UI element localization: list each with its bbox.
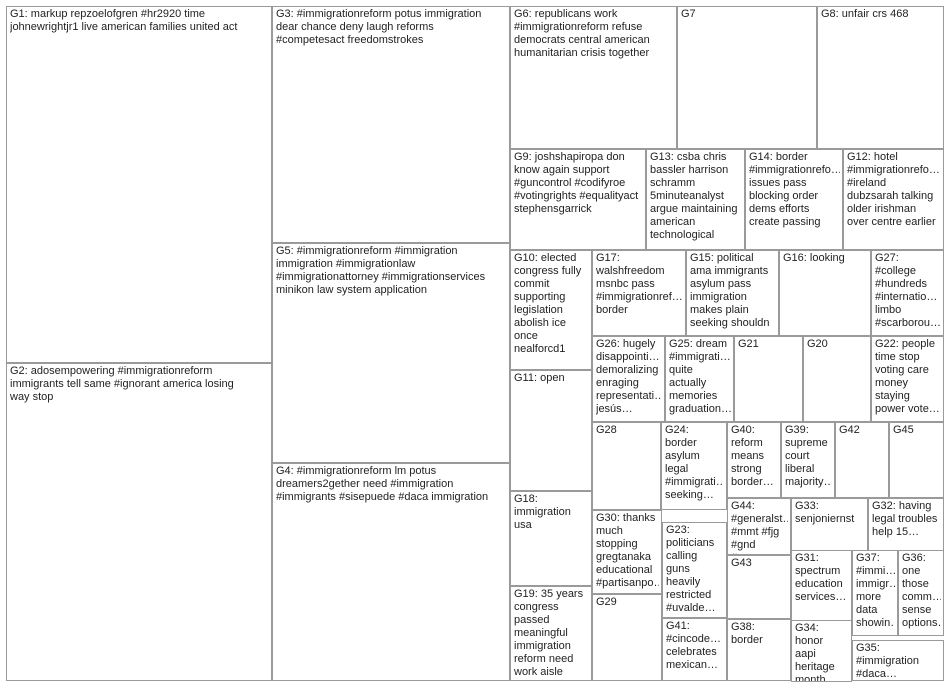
group-g45: G45 <box>889 422 944 498</box>
group-label: G33: senjoniernst <box>795 500 855 525</box>
group-g24: G24: border asylum legal #immigrati… see… <box>661 422 727 510</box>
group-label: G27: #college #hundreds #internatio… lim… <box>875 252 941 329</box>
group-label: G20 <box>807 338 828 350</box>
group-label: G9: joshshapiropa don know again support… <box>514 151 639 215</box>
group-g37: G37: #immi… immigr… more data showin… <box>852 550 898 636</box>
group-label: G38: border <box>731 621 763 646</box>
group-label: G40: reform means strong border… <box>731 424 774 488</box>
group-g9: G9: joshshapiropa don know again support… <box>510 149 646 250</box>
group-g29: G29 <box>592 594 662 681</box>
group-label: G14: border #immigrationrefo… issues pas… <box>749 151 840 228</box>
group-label: G12: hotel #immigrationrefo… #ireland du… <box>847 151 940 228</box>
group-label: G6: republicans work #immigrationreform … <box>514 8 650 59</box>
group-g35: G35: #immigration #daca… <box>852 640 944 681</box>
group-label: G19: 35 years congress passed meaningful… <box>514 588 584 678</box>
group-g3: G3: #immigrationreform potus immigration… <box>272 6 510 243</box>
group-g25: G25: dream #immigrati… quite actually me… <box>665 336 734 422</box>
group-label: G28 <box>596 424 617 436</box>
group-g39: G39: supreme court liberal majority… <box>781 422 835 498</box>
group-g38: G38: border <box>727 619 791 681</box>
group-g42: G42 <box>835 422 889 498</box>
group-g12: G12: hotel #immigrationrefo… #ireland du… <box>843 149 944 250</box>
group-g36: G36: one those comm… sense options… <box>898 550 944 636</box>
group-g10: G10: elected congress fully commit suppo… <box>510 250 592 370</box>
group-g14: G14: border #immigrationrefo… issues pas… <box>745 149 843 250</box>
group-label: G17: walshfreedom msnbc pass #immigratio… <box>596 252 683 316</box>
group-g2: G2: adosempowering #immigrationreform im… <box>6 363 272 681</box>
group-g43: G43 <box>727 555 791 619</box>
group-g33: G33: senjoniernst <box>791 498 868 555</box>
group-label: G15: political ama immigrants asylum pas… <box>690 252 770 329</box>
group-label: G22: people time stop voting care money … <box>875 338 940 415</box>
group-label: G30: thanks much stopping gregtanaka edu… <box>596 512 659 589</box>
group-label: G35: #immigration #daca… <box>856 642 919 680</box>
group-g18: G18: immigration usa <box>510 491 592 586</box>
group-label: G5: #immigrationreform #immigration immi… <box>276 245 486 296</box>
group-g6: G6: republicans work #immigrationreform … <box>510 6 677 149</box>
group-label: G1: markup repzoelofgren #hr2920 time jo… <box>10 8 238 33</box>
group-label: G36: one those comm… sense options… <box>902 552 941 629</box>
group-label: G10: elected congress fully commit suppo… <box>514 252 582 355</box>
group-label: G23: politicians calling guns heavily re… <box>666 524 716 614</box>
group-g27: G27: #college #hundreds #internatio… lim… <box>871 250 944 336</box>
group-label: G2: adosempowering #immigrationreform im… <box>10 365 234 403</box>
group-g20: G20 <box>803 336 871 422</box>
group-g8: G8: unfair crs 468 <box>817 6 944 149</box>
group-label: G29 <box>596 596 617 608</box>
group-label: G44: #generalst… #mmt #fjg #gnd #rcv… <box>731 500 788 554</box>
group-label: G25: dream #immigrati… quite actually me… <box>669 338 731 415</box>
group-g13: G13: csba chris bassler harrison schramm… <box>646 149 745 250</box>
group-g40: G40: reform means strong border… <box>727 422 781 498</box>
group-label: G16: looking <box>783 252 845 264</box>
group-label: G31: spectrum education services… <box>795 552 847 603</box>
group-g32: G32: having legal troubles help 15… <box>868 498 944 555</box>
group-g15: G15: political ama immigrants asylum pas… <box>686 250 779 336</box>
group-label: G24: border asylum legal #immigrati… see… <box>665 424 724 501</box>
group-g23: G23: politicians calling guns heavily re… <box>662 522 727 618</box>
group-label: G37: #immi… immigr… more data showin… <box>856 552 895 629</box>
group-g1: G1: markup repzoelofgren #hr2920 time jo… <box>6 6 272 363</box>
group-label: G34: honor aapi heritage month… <box>795 622 837 682</box>
group-label: G45 <box>893 424 914 436</box>
group-g30: G30: thanks much stopping gregtanaka edu… <box>592 510 662 594</box>
group-g41: G41: #cincode… celebrates mexican… <box>662 618 727 681</box>
group-g7: G7 <box>677 6 817 149</box>
group-label: G3: #immigrationreform potus immigration… <box>276 8 482 46</box>
group-label: G18: immigration usa <box>514 493 571 531</box>
group-label: G7 <box>681 8 696 20</box>
group-label: G8: unfair crs 468 <box>821 8 909 20</box>
group-g28: G28 <box>592 422 661 510</box>
group-g4: G4: #immigrationreform lm potus dreamers… <box>272 463 510 681</box>
group-g16: G16: looking <box>779 250 871 336</box>
group-g26: G26: hugely disappointi… demoralizing en… <box>592 336 665 422</box>
group-g21: G21 <box>734 336 803 422</box>
group-label: G42 <box>839 424 860 436</box>
group-g19: G19: 35 years congress passed meaningful… <box>510 586 592 681</box>
group-g22: G22: people time stop voting care money … <box>871 336 944 422</box>
group-label: G26: hugely disappointi… demoralizing en… <box>596 338 662 415</box>
group-g44: G44: #generalst… #mmt #fjg #gnd #rcv… <box>727 498 791 555</box>
group-g17: G17: walshfreedom msnbc pass #immigratio… <box>592 250 686 336</box>
group-g34: G34: honor aapi heritage month… <box>791 620 852 682</box>
group-g5: G5: #immigrationreform #immigration immi… <box>272 243 510 463</box>
group-label: G21 <box>738 338 759 350</box>
group-label: G43 <box>731 557 752 569</box>
group-label: G13: csba chris bassler harrison schramm… <box>650 151 738 241</box>
group-g11: G11: open <box>510 370 592 491</box>
group-label: G41: #cincode… celebrates mexican… <box>666 620 722 671</box>
group-label: G4: #immigrationreform lm potus dreamers… <box>276 465 489 503</box>
group-label: G39: supreme court liberal majority… <box>785 424 832 488</box>
group-label: G32: having legal troubles help 15… <box>872 500 938 538</box>
group-label: G11: open <box>514 372 565 384</box>
